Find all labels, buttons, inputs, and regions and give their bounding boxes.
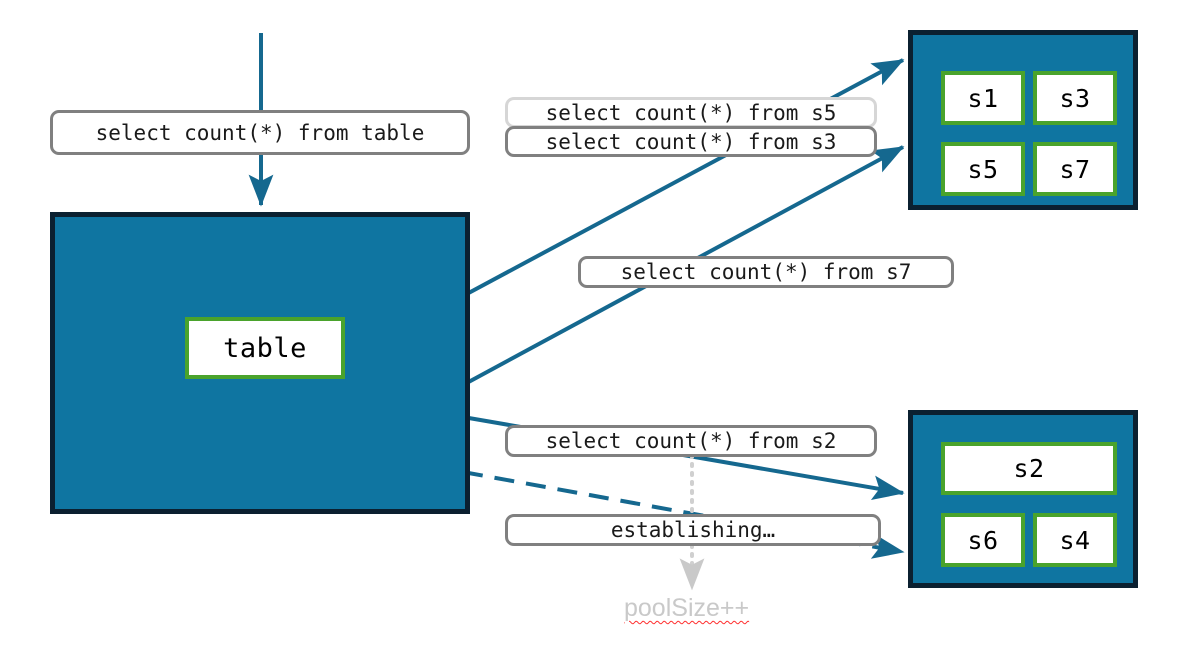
- node-s1[interactable]: s1: [941, 71, 1025, 125]
- query-pill-s7[interactable]: select count(*) from s7: [578, 256, 954, 288]
- node-s7[interactable]: s7: [1033, 142, 1117, 196]
- query-pill-s2[interactable]: select count(*) from s2: [505, 425, 877, 457]
- query-pill-table[interactable]: select count(*) from table: [50, 110, 470, 155]
- query-pill-establishing[interactable]: establishing…: [505, 514, 881, 546]
- poolsize-annotation: poolSize++: [624, 594, 750, 622]
- node-s5[interactable]: s5: [941, 142, 1025, 196]
- table-panel: table: [50, 212, 470, 514]
- server-panel-bottom: s2 s6 s4: [908, 410, 1138, 588]
- node-s3[interactable]: s3: [1033, 71, 1117, 125]
- query-pill-s5[interactable]: select count(*) from s5: [505, 97, 877, 128]
- node-s6[interactable]: s6: [941, 513, 1025, 567]
- node-s2[interactable]: s2: [941, 442, 1117, 495]
- server-panel-top: s1 s3 s5 s7: [908, 30, 1138, 210]
- node-table[interactable]: table: [185, 317, 345, 379]
- query-pill-s3[interactable]: select count(*) from s3: [505, 126, 877, 157]
- node-s4[interactable]: s4: [1033, 513, 1117, 567]
